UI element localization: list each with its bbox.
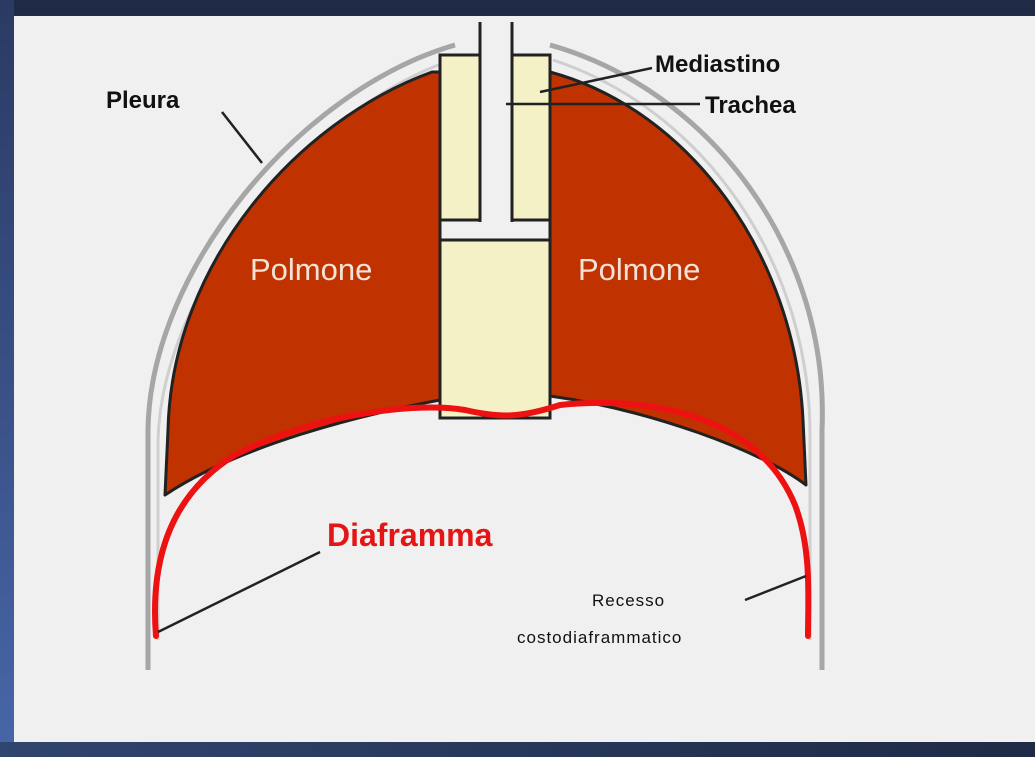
label-recesso-line1: Recesso [592, 591, 665, 610]
label-diaframma: Diaframma [327, 517, 493, 553]
mediastinum-upper-left [440, 55, 480, 220]
label-trachea: Trachea [705, 92, 796, 119]
label-mediastino: Mediastino [655, 51, 780, 78]
diaframma-leader-line [158, 552, 320, 632]
pleura-leader-line [222, 112, 262, 163]
label-polmone-left: Polmone [250, 252, 372, 287]
recesso-leader-line [745, 576, 806, 600]
label-recesso-line2: costodiaframmatico [517, 628, 682, 647]
mediastinum-lower [440, 240, 550, 418]
mediastinum-upper-right [512, 55, 550, 220]
label-pleura: Pleura [106, 87, 180, 114]
label-polmone-right: Polmone [578, 252, 700, 287]
